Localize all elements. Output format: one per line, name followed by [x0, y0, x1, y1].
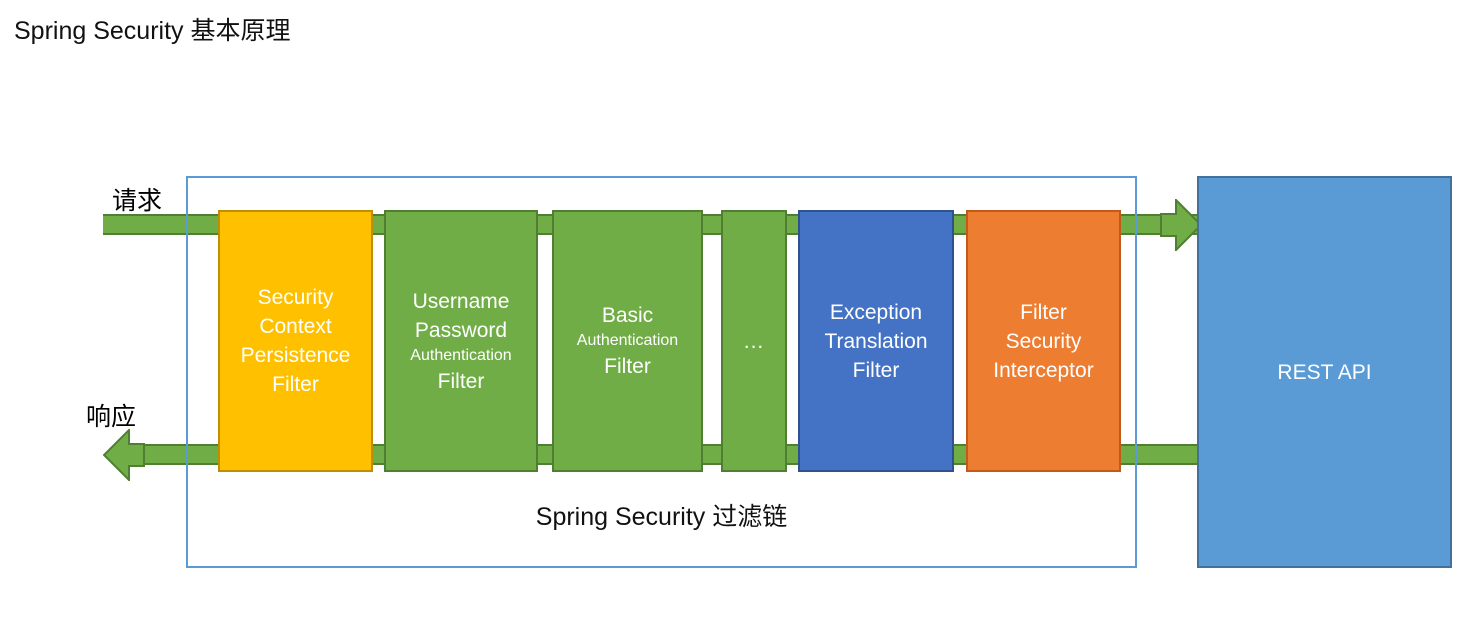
filter-label-line: Filter	[272, 373, 319, 396]
rest-api-box[interactable]: REST API	[1197, 176, 1452, 568]
arrow-right-icon	[1160, 199, 1202, 251]
filter-box-exception-translation-filter[interactable]: Exception Translation Filter	[798, 210, 954, 472]
request-label: 请求	[112, 187, 163, 215]
filter-label-line: Translation	[824, 329, 928, 353]
filter-box-username-password-authentication-filter[interactable]: Username Password Authentication Filter	[384, 210, 538, 472]
filter-box-label: Username Password Authentication Filter	[386, 287, 536, 396]
filter-label-line: Authentication	[576, 332, 679, 349]
arrow-left-icon	[103, 429, 145, 481]
filter-box-label: Basic Authentication Filter	[554, 301, 701, 381]
filter-label-line: Interceptor	[993, 358, 1094, 382]
filter-label-line: Security	[257, 286, 334, 309]
filter-label-line: Security	[1005, 329, 1082, 353]
rest-api-label: REST API	[1277, 360, 1372, 384]
filter-label-line: Filter	[437, 369, 485, 393]
filter-box-filter-security-interceptor[interactable]: Filter Security Interceptor	[966, 210, 1121, 472]
page-title: Spring Security 基本原理	[14, 17, 291, 45]
filter-label-line: Password	[414, 318, 508, 342]
filter-label-line: Persistence	[240, 344, 351, 367]
filter-box-label: ...	[723, 327, 785, 356]
filter-label-line: Filter	[852, 358, 900, 382]
filter-label-line: Filter	[604, 355, 651, 378]
filter-label-line: Authentication	[410, 346, 512, 364]
chain-caption: Spring Security 过滤链	[535, 503, 788, 531]
filter-box-security-context-persistence-filter[interactable]: Security Context Persistence Filter	[218, 210, 373, 472]
filter-box-label: Filter Security Interceptor	[968, 298, 1119, 385]
filter-label-line: Filter	[1020, 300, 1067, 324]
response-label: 响应	[86, 403, 137, 431]
filter-box-label: Security Context Persistence Filter	[220, 283, 371, 399]
filter-label-line: Context	[259, 315, 332, 338]
filter-box-basic-authentication-filter[interactable]: Basic Authentication Filter	[552, 210, 703, 472]
filter-box-label: Exception Translation Filter	[800, 298, 952, 385]
filter-label-line: ...	[743, 329, 765, 353]
filter-label-line: Username	[412, 289, 510, 313]
spring-security-filter-chain-container	[186, 176, 1137, 568]
filter-label-line: Exception	[829, 300, 923, 324]
filter-label-line: Basic	[601, 304, 654, 327]
filter-box-more-filters-ellipsis[interactable]: ...	[721, 210, 787, 472]
